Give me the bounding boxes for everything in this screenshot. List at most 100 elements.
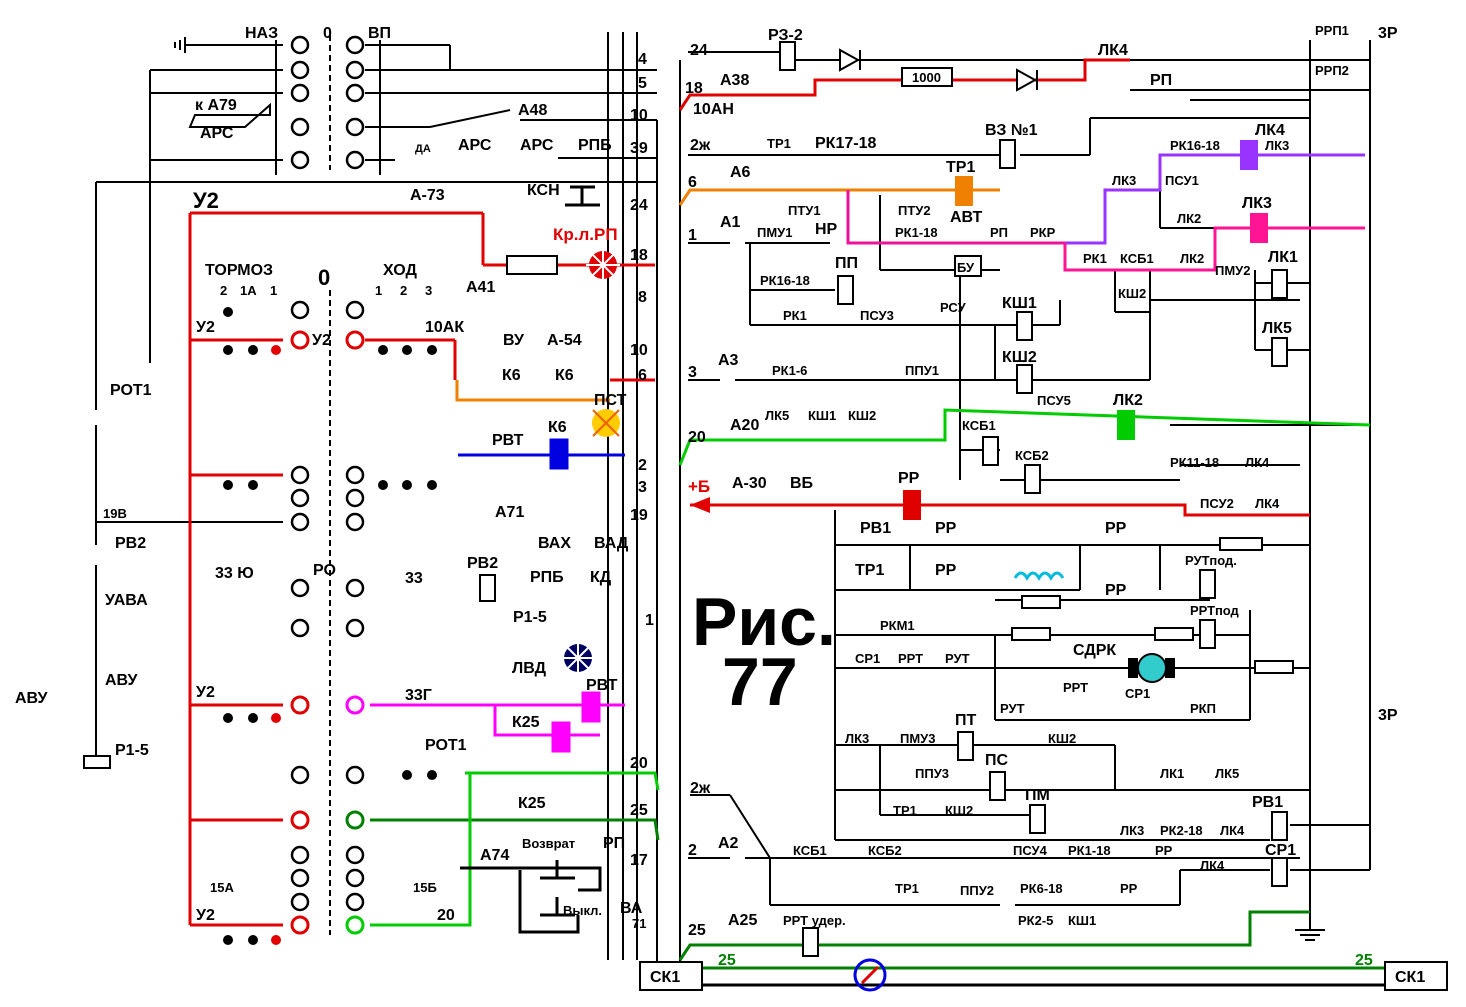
- diodes: [839, 48, 1038, 92]
- label-ro: РО: [313, 562, 336, 579]
- label-lk4-b: ЛК4: [1255, 122, 1285, 139]
- red-u2-wiring: [188, 211, 655, 927]
- controller-contact-magenta: [345, 695, 365, 715]
- label-sk1-left: СК1: [650, 969, 680, 986]
- left-labels: НАЗ 0 ВП к А79 АРС У2 ТОРМОЗ 0 ХОД 2 1А …: [15, 25, 464, 924]
- wire-num: 8: [638, 289, 647, 306]
- label-rz2: РЗ-2: [768, 27, 803, 44]
- label-rut-pod: РУТпод.: [1185, 553, 1237, 568]
- wire-num: 2: [638, 457, 647, 474]
- label-rp-btn: РП: [603, 835, 625, 852]
- lamp-pst: [592, 409, 620, 437]
- label-rvt2: РВТ: [586, 677, 618, 694]
- label-rr5: РР: [1105, 582, 1127, 599]
- label-rk2-5: РК2-5: [1018, 913, 1053, 928]
- label-vp: ВП: [368, 25, 391, 42]
- label-10ak: 10АК: [425, 319, 464, 336]
- label-r15-left: Р1-5: [115, 742, 149, 759]
- label-a41: А41: [466, 279, 495, 296]
- label-ppu1: ППУ1: [905, 363, 939, 378]
- wire-num: 3: [638, 479, 647, 496]
- label-rr6: РР: [1155, 843, 1173, 858]
- label-lk4-top: ЛК4: [1098, 42, 1128, 59]
- label-rk1-b: РК1: [783, 308, 807, 323]
- label-pt: ПТ: [955, 712, 977, 729]
- label-ksh1: КШ1: [1002, 295, 1037, 312]
- label-u2-1: У2: [196, 319, 215, 336]
- label-rr7: РР: [1120, 881, 1138, 896]
- inductor: [1013, 571, 1065, 581]
- label-rkp: РКП: [1190, 701, 1216, 716]
- label-rvt: РВТ: [492, 432, 524, 449]
- label-pp: ПП: [835, 255, 858, 272]
- left-controller-wiring: [95, 32, 658, 965]
- label-a3: А3: [718, 352, 739, 369]
- label-19v: 19В: [103, 506, 127, 521]
- label-rk2-18: РК2-18: [1160, 823, 1203, 838]
- sk1-box-right: [1384, 961, 1448, 991]
- label-33yu: 33 Ю: [215, 565, 254, 582]
- label-pmu2: ПМУ2: [1215, 263, 1251, 278]
- label-vah: ВАХ: [538, 535, 571, 552]
- motor-sdrk: [1128, 653, 1175, 683]
- label-ksh2-d: КШ2: [1048, 731, 1076, 746]
- label-rrt2: РРТ: [1063, 680, 1088, 695]
- label-ksn: КСН: [527, 182, 560, 199]
- label-ksb1: КСБ1: [1120, 251, 1154, 266]
- wire-3: 3: [688, 364, 697, 381]
- label-lk4-e: ЛК4: [1220, 823, 1245, 838]
- label-rrp1: РРП1: [1315, 23, 1349, 38]
- label-rut2: РУТ: [1000, 701, 1025, 716]
- label-uava: УАВА: [105, 592, 148, 609]
- label-rk1-18: РК1-18: [895, 225, 938, 240]
- label-lvd: ЛВД: [512, 660, 547, 677]
- left-component-labels: А48 ДА АРС АРС РПБ А-73 КСН Кр.л.РП А41 …: [410, 102, 643, 918]
- label-rpb: РПБ: [578, 137, 612, 154]
- wire-25-bus-r: 25: [1355, 952, 1373, 969]
- label-a30: А-30: [732, 475, 767, 492]
- wire-zr-top: 3Р: [1378, 25, 1398, 42]
- label-1000: 1000: [912, 70, 941, 85]
- figure-title-line2: 77: [722, 644, 798, 720]
- label-rk1-18-b: РК1-18: [1068, 843, 1111, 858]
- left-component-boxes: [83, 574, 496, 769]
- controller-contact-dark-green: [345, 810, 365, 830]
- label-a48: А48: [518, 102, 547, 119]
- label-tr1-d: ТР1: [893, 803, 917, 818]
- label-rr-main: РР: [898, 470, 920, 487]
- label-ptu1: ПТУ1: [788, 203, 821, 218]
- label-bu: БУ: [957, 260, 975, 275]
- label-ksb1-c: КСБ1: [793, 843, 827, 858]
- label-ksb2: КСБ2: [1015, 448, 1049, 463]
- label-lk3-e: ЛК3: [1120, 823, 1144, 838]
- wire-num: 1: [645, 612, 654, 629]
- label-pm: ПМ: [1025, 787, 1050, 804]
- label-ksh2-b: КШ2: [1002, 349, 1037, 366]
- label-pos-r3: 3: [425, 283, 432, 298]
- label-sr1-c: СР1: [1265, 842, 1296, 859]
- label-k6-2: К6: [555, 367, 574, 384]
- wire-num: 19: [630, 507, 648, 524]
- label-rk16-18-b: РК16-18: [760, 273, 810, 288]
- label-tr1-c: ТР1: [855, 562, 884, 579]
- wire-num: 10: [630, 342, 648, 359]
- label-u2-mid: У2: [312, 332, 331, 349]
- label-u2-2: У2: [196, 684, 215, 701]
- wire-num: 10: [630, 107, 648, 124]
- wire-2: 2: [688, 842, 697, 859]
- label-k-a79: к А79: [195, 97, 237, 114]
- label-rrt-uder: РРТ удер.: [783, 913, 846, 928]
- right-component-labels: РЗ-2 А38 1000 ЛК4 РП РРП1 РРП2 ТР1 РК17-…: [650, 23, 1425, 986]
- label-33: 33: [405, 570, 423, 587]
- wire-num: 24: [630, 197, 648, 214]
- label-rk6-18: РК6-18: [1020, 881, 1063, 896]
- label-ars-r: АРС: [458, 137, 492, 154]
- label-vb: ВБ: [790, 475, 813, 492]
- label-ksb1-b: КСБ1: [962, 418, 996, 433]
- label-a38: А38: [720, 72, 749, 89]
- label-pos-1a: 1А: [240, 283, 257, 298]
- label-sdrk: СДРК: [1073, 642, 1116, 659]
- left-wire-numbers: 4 5 10 39 24 18 8 10 6 2 3 19 1 20 25 17…: [437, 51, 654, 931]
- label-pmu1: ПМУ1: [757, 225, 793, 240]
